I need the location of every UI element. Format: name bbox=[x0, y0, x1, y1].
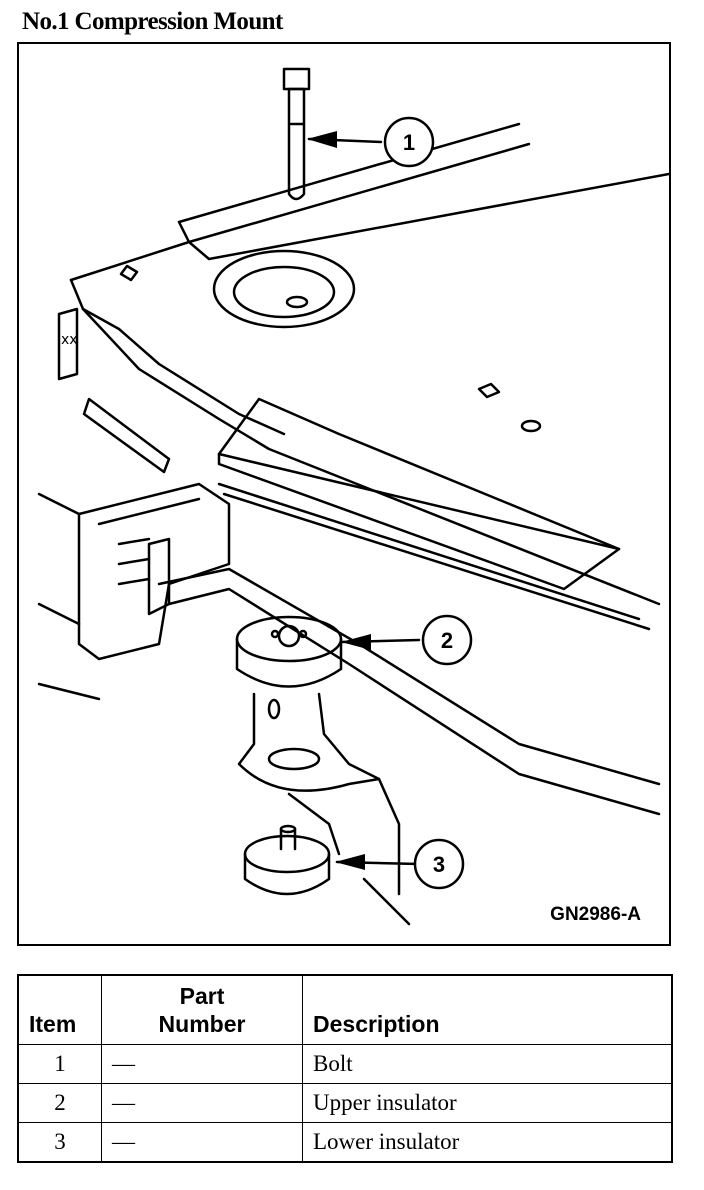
row-description: Lower insulator bbox=[302, 1122, 673, 1163]
table-header-row: Item Part Number Description bbox=[17, 974, 673, 1045]
row-description: Bolt bbox=[302, 1044, 673, 1084]
bolt-shape bbox=[282, 67, 311, 201]
row-item: 3 bbox=[17, 1122, 102, 1163]
floor-recess bbox=[212, 249, 356, 329]
floor-panel-edge bbox=[69, 172, 669, 282]
floor-panel bbox=[177, 122, 531, 244]
table-row: 1 — Bolt bbox=[17, 1044, 673, 1084]
callout-1-circle bbox=[383, 116, 435, 168]
column-header-item: Item bbox=[17, 974, 102, 1045]
row-part-number: — bbox=[101, 1083, 303, 1123]
floor-rail bbox=[217, 452, 621, 591]
compression-mount-illustration: xx bbox=[37, 67, 669, 926]
row-part-number: — bbox=[101, 1122, 303, 1163]
part-header-line2: Number bbox=[158, 1011, 246, 1037]
part-header-line1: Part bbox=[179, 983, 225, 1009]
callout-2-circle bbox=[421, 614, 473, 666]
table-row: 3 — Lower insulator bbox=[17, 1122, 673, 1163]
row-description: Upper insulator bbox=[302, 1083, 673, 1123]
page-title: No.1 Compression Mount bbox=[22, 8, 283, 35]
parts-table: Item Part Number Description 1 — Bolt 2 … bbox=[17, 974, 673, 1163]
row-item: 1 bbox=[17, 1044, 102, 1084]
callout-3-circle bbox=[413, 838, 465, 890]
column-header-part-number: Part Number bbox=[101, 974, 303, 1045]
callout-3-label: 3 bbox=[433, 852, 445, 877]
callout-1-label: 1 bbox=[403, 130, 415, 155]
row-part-number: — bbox=[101, 1044, 303, 1084]
callout-2-label: 2 bbox=[441, 628, 453, 653]
floor-panel-lower bbox=[69, 278, 661, 606]
mount-arm bbox=[237, 692, 401, 896]
lower-insulator-shape bbox=[243, 824, 331, 896]
figure-id: GN2986-A bbox=[550, 904, 641, 925]
row-item: 2 bbox=[17, 1083, 102, 1123]
svg-text:xx: xx bbox=[61, 332, 78, 348]
column-header-description: Description bbox=[302, 974, 673, 1045]
table-row: 2 — Upper insulator bbox=[17, 1083, 673, 1123]
upper-insulator-shape bbox=[235, 615, 343, 688]
illustration-frame: xx bbox=[17, 42, 671, 946]
